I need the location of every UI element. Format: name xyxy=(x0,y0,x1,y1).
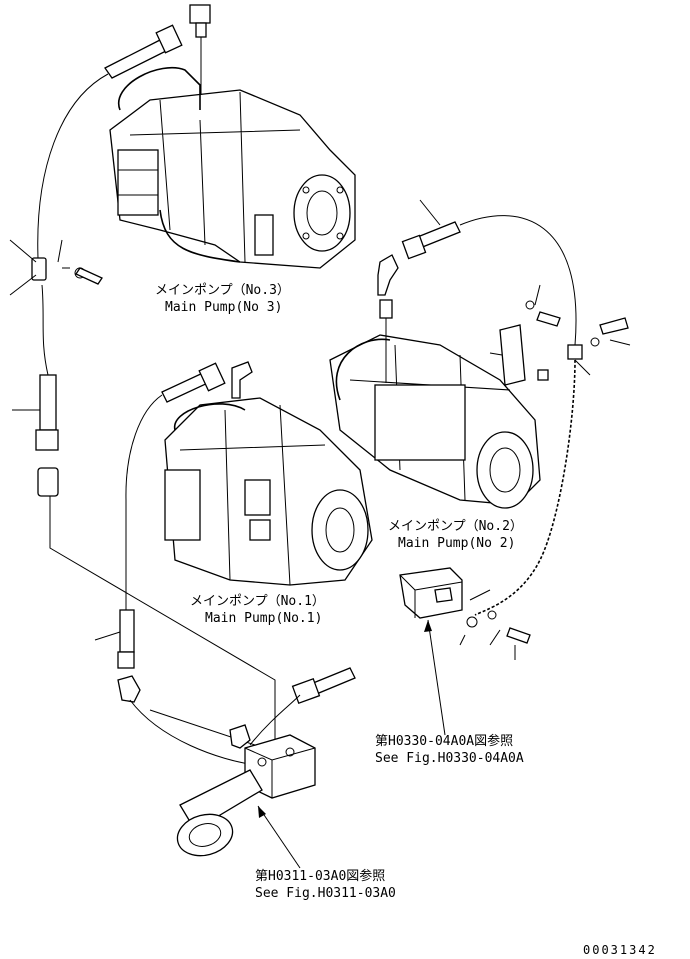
main-pump-no1 xyxy=(164,397,373,586)
pump1-label-jp: メインポンプ（No.1） xyxy=(190,594,325,609)
pump3-label-en: Main Pump(No 3) xyxy=(165,300,282,315)
top-hose-fitting xyxy=(104,24,183,79)
top-elbow-fitting xyxy=(189,4,211,95)
middle-hose-line xyxy=(94,394,256,766)
bottom-elbow-fitting xyxy=(229,724,251,749)
bottom-manifold-block xyxy=(176,734,316,857)
pump2-label-jp: メインポンプ（No.2） xyxy=(388,519,523,534)
right-bolt xyxy=(525,300,561,327)
pump2-label-en: Main Pump(No 2) xyxy=(398,536,515,551)
left-hose-line xyxy=(9,73,109,497)
bottom-hose-fitting xyxy=(249,667,356,746)
ref-arrows xyxy=(257,619,446,869)
middle-hose-fitting xyxy=(161,361,253,403)
ref-label-2-en: See Fig.H0311-03A0 xyxy=(255,886,396,901)
pump3-label-jp: メインポンプ（No.3） xyxy=(155,283,290,298)
mounting-bracket xyxy=(399,567,531,660)
right-clamp-bolt xyxy=(574,317,631,376)
ref-label-1-jp: 第H0330-04A0A図参照 xyxy=(375,733,513,749)
pump1-label-en: Main Pump(No.1) xyxy=(205,611,322,626)
ref-label-2-jp: 第H0311-03A0図参照 xyxy=(255,868,385,884)
main-pump-no2 xyxy=(329,334,541,509)
main-pump-no3 xyxy=(109,67,356,269)
ref-label-1-en: See Fig.H0330-04A0A xyxy=(375,751,524,766)
right-hose-line xyxy=(377,199,583,616)
right-bracket xyxy=(489,324,549,386)
drawing-number: 00031342 xyxy=(583,943,657,957)
